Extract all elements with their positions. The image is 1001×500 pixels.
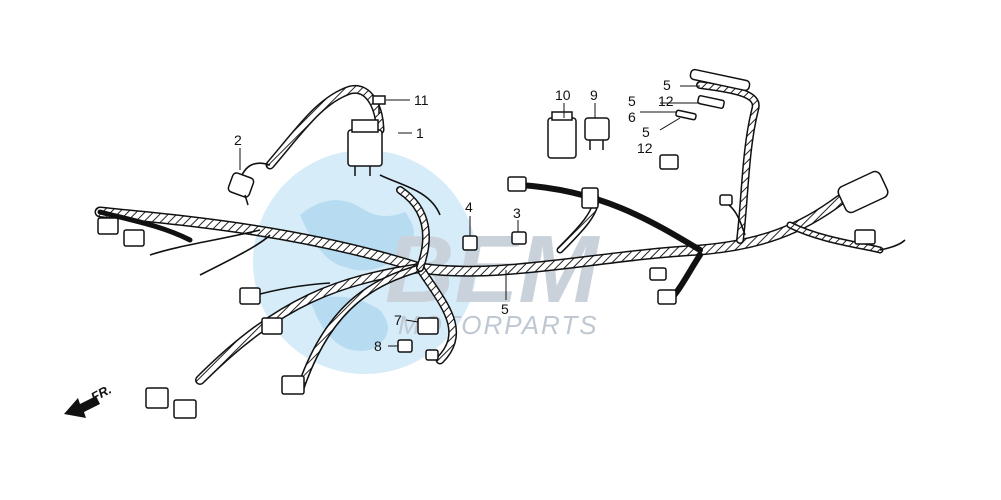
callout-5-low: 5 [642,124,650,140]
callout-8: 8 [374,338,382,354]
fuse-holder-parts [675,68,751,121]
part-11-bolt [372,95,386,114]
callout-6: 6 [628,109,636,125]
harness-trunk [94,81,884,394]
part-7-connector [417,317,439,335]
callout-3: 3 [513,205,521,221]
callout-9: 9 [590,87,598,103]
part-2-sensor [227,172,255,206]
coil-part [837,170,889,214]
callout-7: 7 [394,312,402,328]
callout-2: 2 [234,132,242,148]
callout-12-top: 12 [658,93,674,109]
leader-lines [239,85,700,347]
callout-5-mid: 5 [628,93,636,109]
callout-5-top: 5 [663,77,671,93]
part-8-connector [397,339,413,353]
part-3-clip [511,231,527,245]
connectors [97,154,876,419]
part-1-unit [347,119,383,176]
callout-1: 1 [416,125,424,141]
callout-12-low: 12 [637,140,653,156]
callout-10: 10 [555,87,571,103]
callout-4: 4 [465,199,473,215]
callouts: 1 2 3 4 5 5 5 5 6 7 8 9 10 11 12 12 [234,77,674,354]
callout-5-trunk: 5 [501,301,509,317]
part-9-relay [584,117,610,150]
callout-11: 11 [414,92,429,108]
front-direction-arrow: FR. [64,382,114,418]
part-10-relay [547,111,577,159]
part-4-clip [462,235,478,251]
